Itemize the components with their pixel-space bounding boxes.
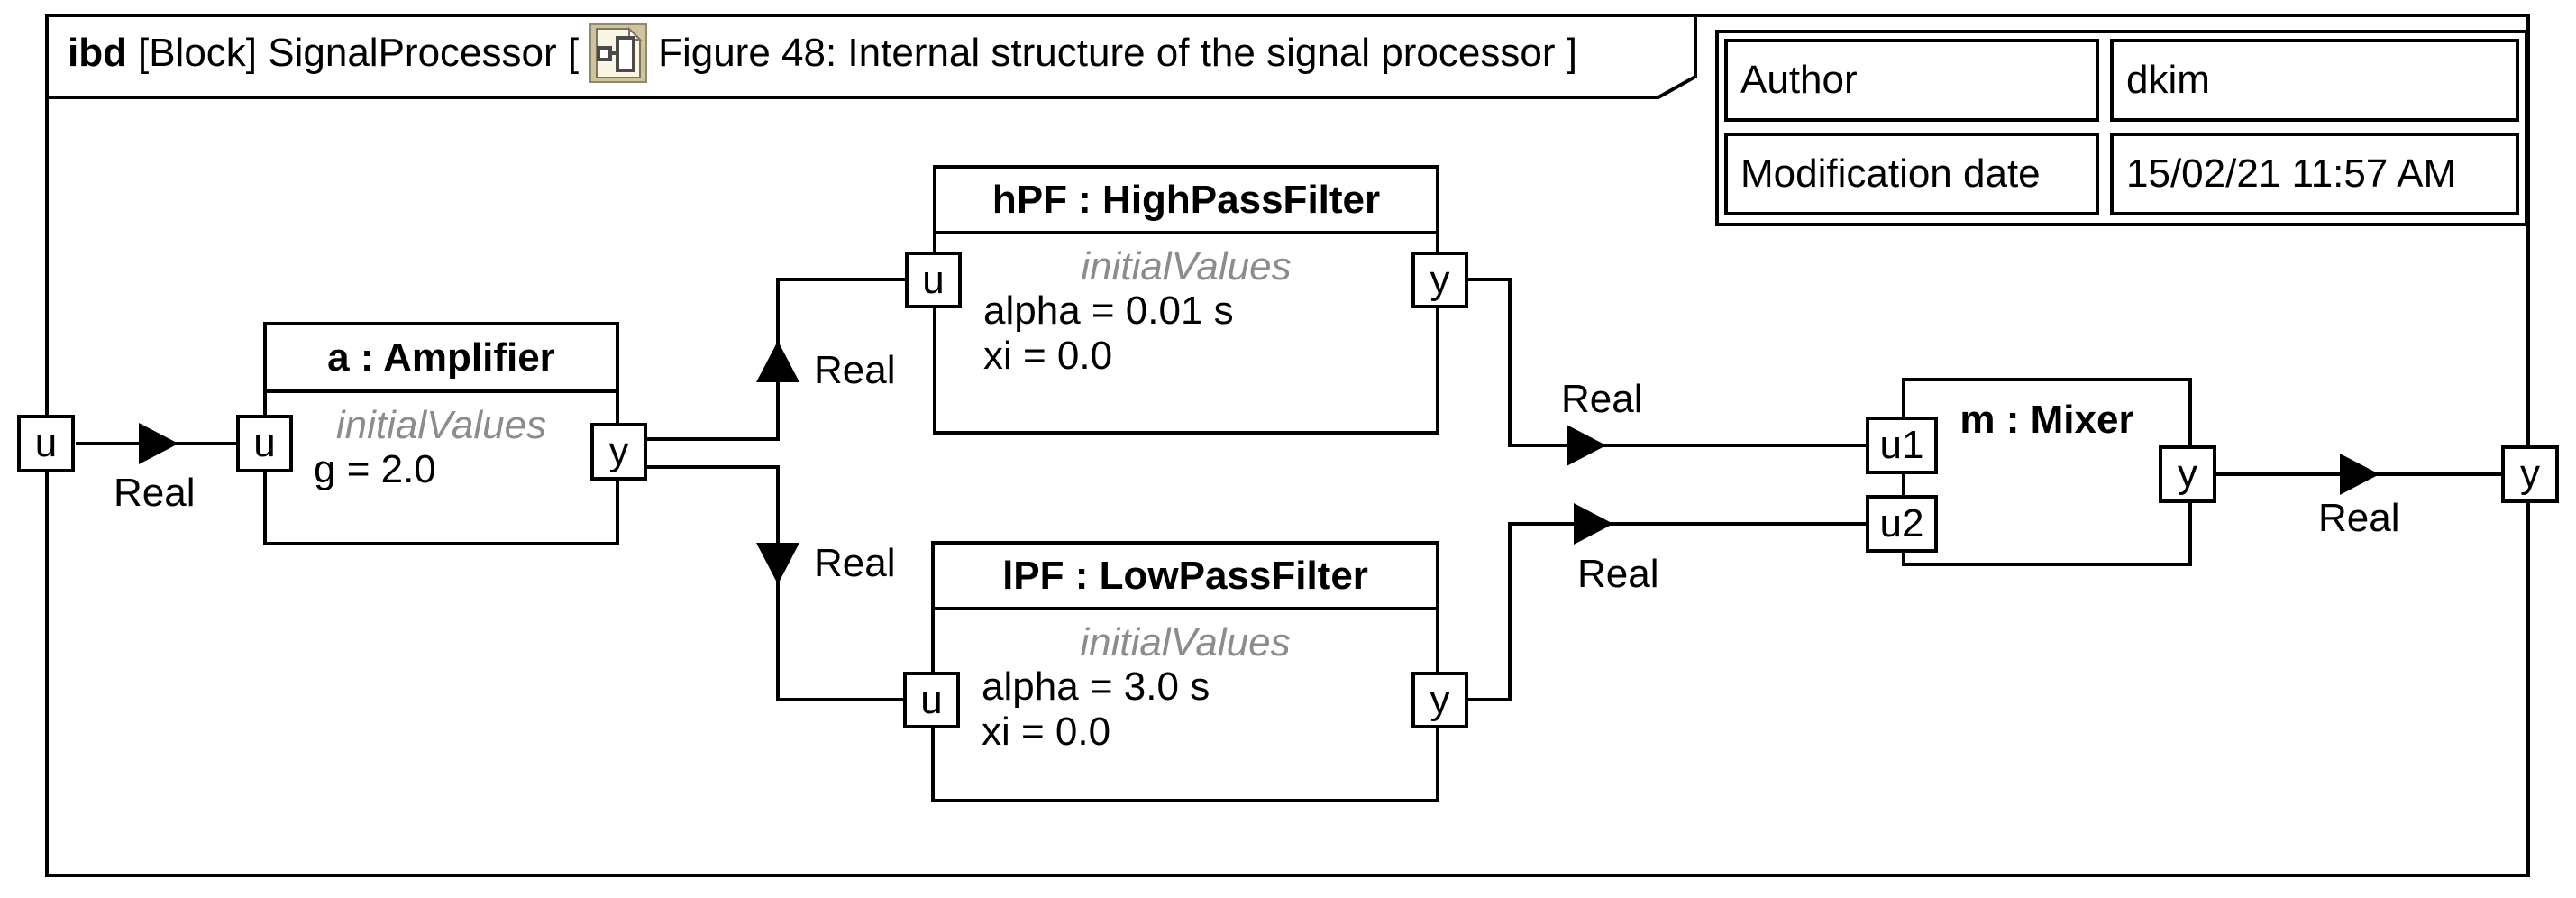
frame-title: ibd [Block] SignalProcessor [ Figure 48:… xyxy=(68,23,1577,83)
part-highpassfilter-value-xi: xi = 0.0 xyxy=(983,334,1113,378)
part-highpassfilter-stereotype: initialValues xyxy=(1081,244,1292,289)
info-table-author-label: Author xyxy=(1724,39,2099,122)
info-table-moddate-label: Modification date xyxy=(1724,133,2099,215)
port-mixer-y-label: y xyxy=(2178,452,2197,496)
port-lpf-u[interactable]: u xyxy=(903,672,960,728)
frame-title-tab xyxy=(45,14,1697,99)
frame-title-middle: [Block] SignalProcessor [ xyxy=(137,31,580,75)
port-boundary-input-label: u xyxy=(34,421,58,465)
connector-amp-hpf-type-label: Real xyxy=(814,348,896,392)
connector-amp-lpf-type-label: Real xyxy=(814,541,896,585)
port-hpf-u-label: u xyxy=(922,257,945,302)
part-highpassfilter-title: hPF : HighPassFilter xyxy=(936,169,1436,234)
port-lpf-y[interactable]: y xyxy=(1411,672,1468,728)
port-amplifier-y[interactable]: y xyxy=(590,423,647,481)
part-lowpassfilter-title: lPF : LowPassFilter xyxy=(935,545,1436,610)
connector-hpf-to-mixer[interactable] xyxy=(1468,278,1866,447)
frame-title-tail: Figure 48: Internal structure of the sig… xyxy=(658,31,1577,75)
connector-input-type-label: Real xyxy=(114,471,196,515)
part-amplifier-title: a : Amplifier xyxy=(267,325,616,393)
port-mixer-u2[interactable]: u2 xyxy=(1866,495,1938,553)
port-boundary-output[interactable]: y xyxy=(2501,445,2559,503)
port-mixer-u2-label: u2 xyxy=(1879,501,1924,545)
connector-output-type-label: Real xyxy=(2318,496,2400,540)
connector-lpf-mixer-type-label: Real xyxy=(1577,552,1659,596)
port-hpf-u[interactable]: u xyxy=(905,252,962,308)
connector-hpf-to-mixer-arrowhead xyxy=(1567,425,1606,466)
diagram-icon xyxy=(589,23,648,83)
part-mixer-title: m : Mixer xyxy=(1959,398,2134,442)
port-hpf-y[interactable]: y xyxy=(1411,252,1468,308)
connector-lpf-to-mixer[interactable] xyxy=(1468,522,1866,701)
port-mixer-u1[interactable]: u1 xyxy=(1866,417,1938,474)
part-highpassfilter-value-alpha: alpha = 0.01 s xyxy=(983,289,1234,333)
port-amplifier-y-label: y xyxy=(608,429,629,473)
part-lowpassfilter-stereotype: initialValues xyxy=(1080,620,1291,664)
info-table-author-value: dkim xyxy=(2110,39,2519,122)
part-lowpassfilter[interactable]: lPF : LowPassFilter initialValues alpha … xyxy=(931,541,1439,802)
part-amplifier-value-g: g = 2.0 xyxy=(314,447,436,491)
connector-input-arrowhead xyxy=(139,423,178,464)
port-lpf-u-label: u xyxy=(920,677,943,722)
port-hpf-y-label: y xyxy=(1430,257,1450,302)
connector-lpf-to-mixer-arrowhead xyxy=(1574,503,1613,545)
port-lpf-y-label: y xyxy=(1430,677,1450,722)
frame-title-tab-shape xyxy=(45,14,1697,99)
port-mixer-y[interactable]: y xyxy=(2159,445,2216,503)
port-amplifier-u-label: u xyxy=(253,421,276,465)
connector-amp-to-lpf-arrowhead xyxy=(756,543,799,584)
port-mixer-u1-label: u1 xyxy=(1879,423,1924,467)
connector-output-arrowhead xyxy=(2340,454,2380,495)
part-lowpassfilter-value-alpha: alpha = 3.0 s xyxy=(982,664,1210,709)
connector-hpf-mixer-type-label: Real xyxy=(1561,377,1643,421)
part-mixer[interactable]: m : Mixer xyxy=(1902,378,2192,566)
port-boundary-output-label: y xyxy=(2520,452,2540,496)
part-amplifier-stereotype: initialValues xyxy=(335,403,547,447)
part-lowpassfilter-value-xi: xi = 0.0 xyxy=(982,710,1111,754)
frame-kind-keyword: ibd xyxy=(68,31,127,75)
info-table-moddate-value: 15/02/21 11:57 AM xyxy=(2110,133,2519,215)
port-boundary-input[interactable]: u xyxy=(17,415,75,472)
part-highpassfilter[interactable]: hPF : HighPassFilter initialValues alpha… xyxy=(933,165,1439,435)
port-amplifier-u[interactable]: u xyxy=(236,415,293,472)
connector-amp-to-hpf-arrowhead xyxy=(756,341,799,382)
